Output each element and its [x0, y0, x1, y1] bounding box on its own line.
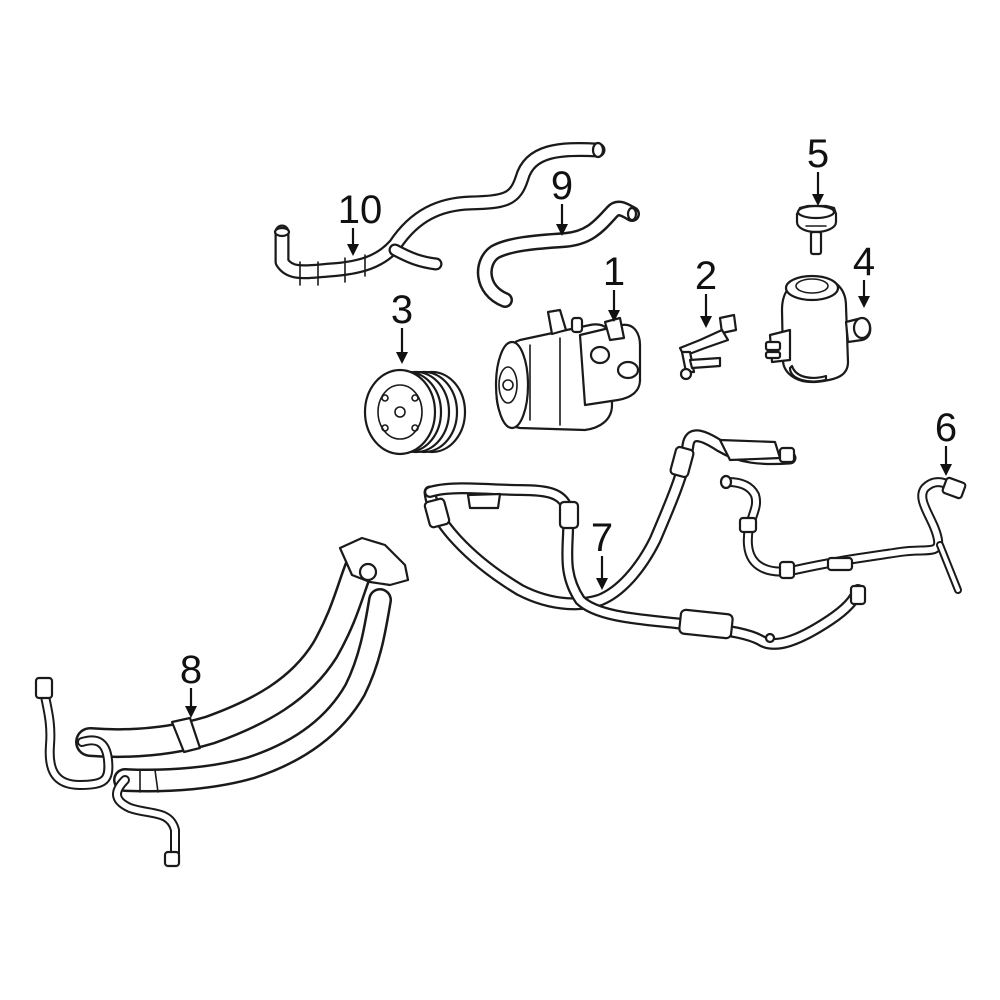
callout-3: 3 — [391, 288, 413, 332]
part-3-pulley[interactable] — [363, 368, 467, 456]
part-2-bracket[interactable] — [678, 313, 738, 381]
callout-arrows — [185, 172, 952, 718]
callout-7: 7 — [591, 516, 613, 560]
part-9-hose[interactable] — [476, 200, 640, 308]
part-4-reservoir[interactable] — [764, 274, 872, 384]
callout-4: 4 — [853, 240, 875, 284]
callout-9: 9 — [551, 164, 573, 208]
callout-10: 10 — [338, 188, 383, 232]
callout-1: 1 — [603, 250, 625, 294]
part-5-cap[interactable] — [795, 204, 838, 256]
part-1-pump[interactable] — [494, 308, 642, 432]
part-6-line[interactable] — [719, 474, 967, 594]
part-7-line[interactable] — [423, 429, 867, 650]
callout-8: 8 — [180, 648, 202, 692]
callout-6: 6 — [935, 406, 957, 450]
part-10-hose[interactable] — [273, 141, 606, 286]
part-8-hose-bundle[interactable] — [34, 536, 410, 868]
callout-5: 5 — [807, 132, 829, 176]
callout-2: 2 — [695, 254, 717, 298]
